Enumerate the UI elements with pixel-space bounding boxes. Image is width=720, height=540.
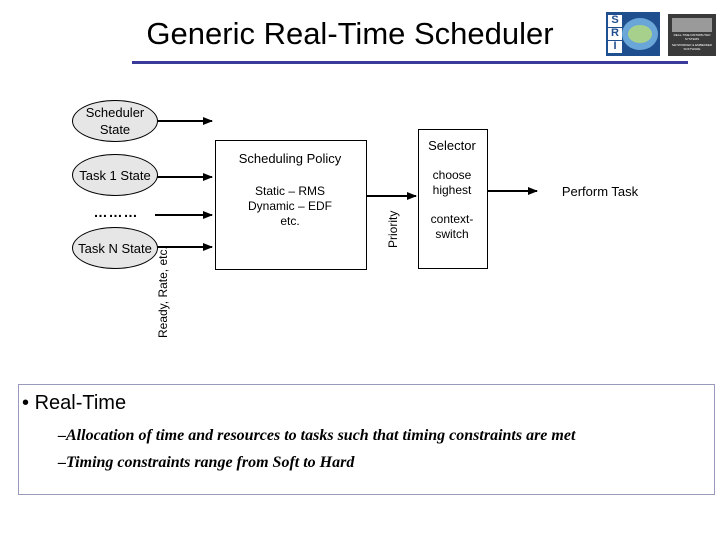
priority-label: Priority: [386, 210, 400, 248]
sub-bullet-constraints: –Timing constraints range from Soft to H…: [58, 454, 355, 471]
logo-letter-i: I: [613, 40, 617, 52]
selector-context-switch: context-switch: [430, 212, 474, 241]
ready-rate-label: Ready, Rate, etc.: [156, 246, 170, 338]
selector-box: [418, 129, 488, 269]
task1-state-oval: Task 1 State: [72, 154, 158, 196]
logo-line-4: SOFTWARE: [683, 47, 701, 51]
logo-line-2: SYSTEMS: [684, 37, 700, 41]
title-underline: [132, 61, 688, 64]
perform-task-label: Perform Task: [561, 184, 639, 199]
bullet-text: Real-Time: [34, 392, 127, 414]
selector-heading: Selector: [428, 138, 476, 153]
logo-line-3: NETWORKED & EMBEDDED: [671, 43, 713, 47]
scheduler-state-oval: Scheduler State: [72, 100, 158, 142]
scheduling-policy-detail: Static – RMS Dynamic – EDF etc.: [247, 184, 333, 228]
logo-letter-s: S: [611, 14, 619, 26]
logo-letter-r: R: [611, 27, 619, 39]
page-title: Generic Real-Time Scheduler: [146, 16, 554, 51]
scheduling-policy-box: [215, 140, 367, 270]
sub-bullet-allocation: –Allocation of time and resources to tas…: [58, 427, 576, 444]
institution-logo: REAL-TIME DISTRIBUTED SYSTEMS NETWORKED …: [668, 14, 716, 56]
bullet-symbol: •: [22, 392, 30, 414]
selector-choose-highest: choose highest: [432, 168, 472, 197]
bullet-panel: [18, 384, 715, 495]
tasks-ellipsis: ………: [93, 204, 139, 220]
sri-logo: S R I: [606, 12, 660, 56]
scheduling-policy-heading: Scheduling Policy: [238, 151, 342, 166]
taskN-state-oval: Task N State: [72, 227, 158, 269]
logo-line-1: REAL-TIME DISTRIBUTED: [673, 33, 711, 37]
bullet-real-time: • Real-Time: [22, 391, 126, 415]
